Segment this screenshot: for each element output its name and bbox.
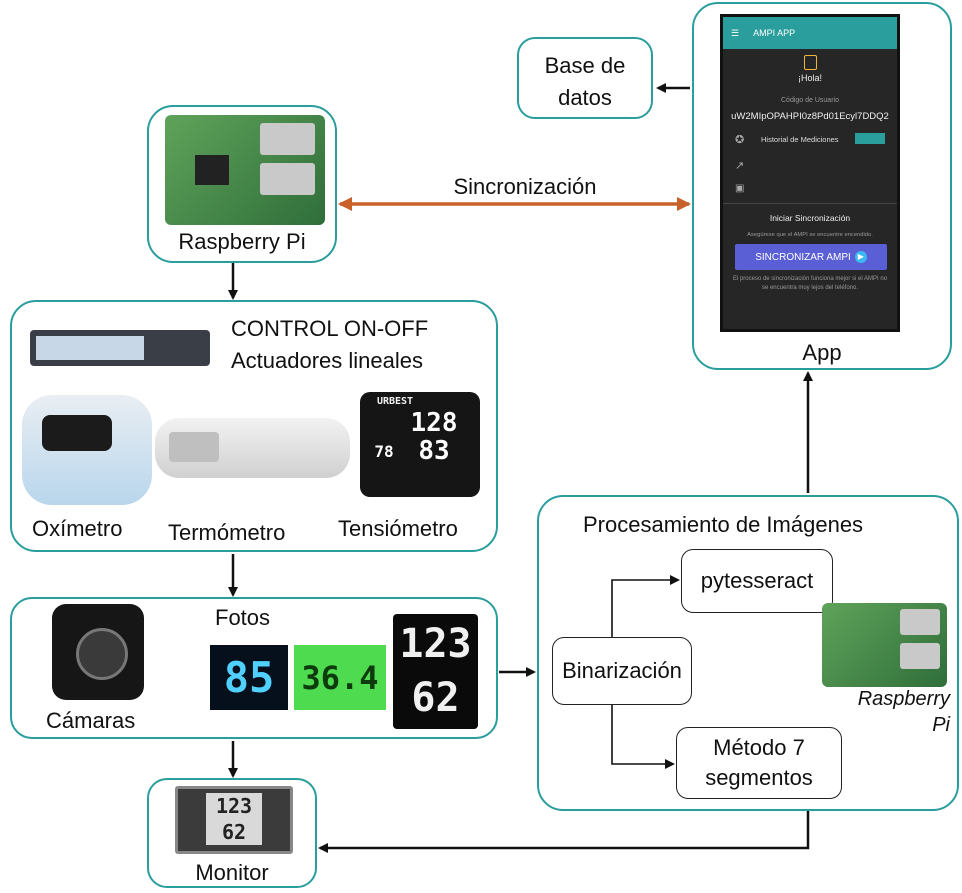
camaras-label: Cámaras [46, 708, 136, 733]
sync-button[interactable]: SINCRONIZAR AMPI ▶ [735, 244, 887, 270]
sync-title: Iniciar Sincronización [769, 213, 851, 223]
termometro-label: Termómetro [168, 520, 286, 545]
tensiometro-label: Tensiómetro [338, 516, 458, 541]
clipboard-icon [804, 55, 817, 70]
control-title: CONTROL ON-OFF [231, 316, 429, 341]
tensiometer-brand: URBEST [376, 395, 414, 407]
pytesseract-box: pytesseract [681, 549, 833, 613]
trend-icon: ↗ [735, 160, 745, 172]
tensiometer-bottom-display: 83 [418, 436, 450, 466]
fotos-label: Fotos [215, 605, 271, 630]
metodo-box: Método 7 segmentos [676, 727, 842, 799]
monitor-top-value: 123 [215, 794, 253, 818]
raspberry-italic-label: Raspberry Pi [857, 688, 950, 736]
history-label: Historial de Mediciones [761, 135, 839, 144]
temperature-photo: 36.4 [294, 645, 386, 710]
greeting: ¡Hola! [797, 73, 822, 83]
sync-label: Sincronización [453, 174, 596, 199]
accessibility-icon: ✪ [735, 134, 745, 146]
base-datos-label: Base de datos [544, 53, 626, 110]
monitor-photo: 123 62 [175, 786, 293, 854]
app-header: ☰ AMPI APP [723, 17, 897, 49]
menu-icon[interactable]: ☰ [731, 27, 740, 38]
base-datos-box [517, 37, 653, 119]
monitor-label: Monitor [195, 860, 269, 885]
arrow-right-icon: ▶ [854, 251, 867, 263]
app-label: App [802, 340, 842, 365]
binarizacion-box: Binarización [552, 637, 692, 705]
sync-hint: Asegúrese que el AMPI se encuentre encen… [747, 232, 873, 238]
control-subtitle: Actuadores lineales [231, 348, 424, 373]
thermometer-photo [155, 418, 350, 478]
processing-to-monitor-arrow [318, 811, 810, 853]
history-toggle[interactable] [855, 133, 885, 144]
lock-icon: ▣ [735, 183, 745, 194]
blood-pressure-photo: 123 62 [393, 614, 478, 729]
app-title: AMPI APP [753, 28, 796, 38]
code-label: Código de Usuario [781, 97, 839, 104]
processing-title: Procesamiento de Imágenes [583, 512, 864, 537]
tensiometer-photo: URBEST 128 78 83 [360, 392, 480, 497]
raspberry-pi-photo [165, 115, 325, 225]
bp-bottom-value: 62 [411, 675, 460, 721]
raspberry-label: Raspberry Pi [178, 229, 306, 254]
camera-photo [52, 604, 144, 700]
user-code: uW2MIpOPAHPI0z8Pd01Ecyl7DDQ2 [731, 111, 889, 122]
bin-to-metodo-arrow [611, 705, 675, 769]
oximeter-photo [22, 395, 152, 505]
monitor-bottom-value: 62 [221, 820, 247, 844]
bp-top-value: 123 [399, 621, 472, 667]
app-phone-screen: ☰ AMPI APP ¡Hola! Código de Usuario uW2M… [720, 14, 900, 332]
sync-button-label: SINCRONIZAR AMPI [755, 251, 851, 263]
sync-note: El proceso de sincronización funciona me… [732, 276, 888, 291]
pulse-photo: 85 [210, 645, 288, 710]
linear-actuator-photo [30, 330, 210, 366]
oximetro-label: Oxímetro [32, 516, 123, 541]
raspberry-pi-processing-photo [822, 603, 947, 687]
tensiometer-top-display: 128 [410, 408, 458, 438]
bin-to-pytesseract-arrow [611, 575, 680, 637]
tensiometer-pulse-display: 78 [374, 441, 394, 461]
